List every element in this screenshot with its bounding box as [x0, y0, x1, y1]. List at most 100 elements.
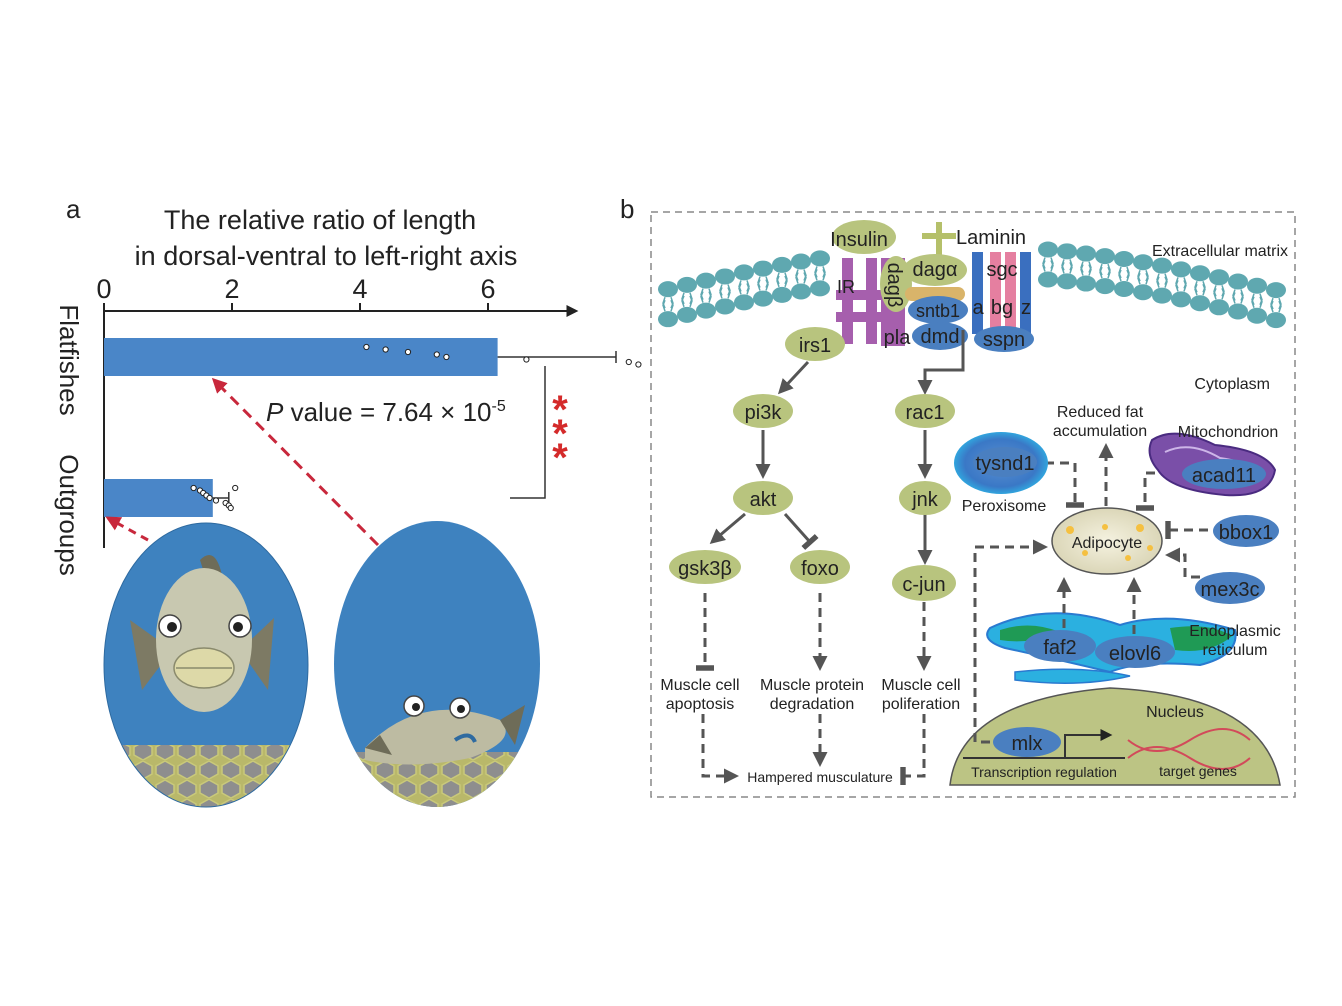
lipid-head: [1209, 299, 1229, 316]
panel-a-label: a: [66, 194, 81, 224]
data-point: [443, 353, 450, 361]
svg-text:jnk: jnk: [911, 489, 939, 511]
lipid-head: [1038, 271, 1058, 288]
lipid-head: [677, 276, 697, 293]
node-gsk3b: gsk3β: [669, 550, 741, 584]
svg-text:pi3k: pi3k: [745, 402, 783, 424]
category-label-outgroups: Outgroups: [54, 454, 84, 575]
panel-b-frame: [650, 211, 1296, 798]
lipid-tail: [700, 291, 712, 303]
lipid-tail: [776, 275, 788, 288]
lipid-tail: [1175, 280, 1187, 292]
label-hampered-musculature: Hampered musculature: [747, 769, 893, 785]
sntb1-label: sntb1: [916, 301, 960, 321]
lipid-head: [810, 250, 830, 267]
receptor-complex: Insulin IR dagβ pla dagα Laminin sntb1 d…: [830, 220, 1034, 352]
lipid-tail: [1137, 272, 1149, 285]
lipid-head: [1095, 248, 1115, 265]
nucleus-label: Nucleus: [1146, 704, 1204, 721]
bar-flatfishes: [104, 338, 498, 376]
data-point: [363, 343, 370, 351]
regulation-arrows: [973, 443, 1208, 744]
data-point: [232, 484, 239, 492]
insulin-label: Insulin: [830, 229, 888, 251]
lipid-head: [772, 286, 792, 303]
svg-text:rac1: rac1: [906, 402, 945, 424]
nucleus: Nucleus mlx Transcription regulation tar…: [949, 687, 1281, 786]
lipid-head: [1266, 282, 1286, 299]
sgc-bg-label: bg: [991, 297, 1013, 319]
lipid-tail: [1213, 288, 1225, 300]
p-value: P value = 7.64 × 10-5: [266, 397, 506, 427]
lipid-tail: [1080, 264, 1092, 276]
data-point: [227, 504, 234, 512]
peroxisome-label: Peroxisome: [962, 498, 1047, 515]
data-point: [635, 361, 642, 368]
panel-b-label: b: [620, 194, 634, 224]
lipid-head: [1038, 241, 1058, 258]
sgc-a-label: a: [972, 297, 984, 319]
lipid-head: [772, 256, 792, 273]
significance-bracket: [510, 366, 546, 499]
lipid-tail: [1194, 283, 1206, 296]
lipid-head: [734, 264, 754, 281]
lipid-head: [1190, 265, 1210, 282]
panel-b: b Extracellular matrix Cytoplasm Insulin…: [620, 194, 1296, 798]
lipid-tail: [795, 272, 807, 284]
peroxisome: tysnd1 Peroxisome: [954, 432, 1048, 515]
tysnd1-label: tysnd1: [976, 453, 1035, 475]
node-cjun: c-jun: [892, 565, 956, 601]
target-genes-label: target genes: [1159, 763, 1237, 779]
dmd-label: dmd: [921, 326, 960, 348]
svg-text:foxo: foxo: [801, 558, 839, 580]
lipid-tail: [1232, 292, 1244, 304]
node-pi3k: pi3k: [733, 394, 793, 428]
lipid-head: [791, 253, 811, 270]
lipid-tail: [1270, 300, 1282, 313]
lipid-tail: [1099, 266, 1111, 279]
acad11-label: acad11: [1192, 465, 1256, 487]
node-irs1: irs1: [785, 327, 845, 361]
arrow-flatfish: [211, 377, 380, 547]
lipid-head: [1076, 275, 1096, 292]
lipid-head: [1171, 261, 1191, 278]
laminin-label: Laminin: [956, 227, 1026, 249]
lipid-tail: [1061, 262, 1073, 274]
x-tick-label: 4: [352, 274, 367, 304]
lipid-tail: [814, 269, 826, 281]
lipid-head: [1133, 254, 1153, 271]
lipid-head: [658, 281, 678, 298]
lipid-tail: [1118, 269, 1130, 282]
outgroup-fish-illustration: [103, 522, 309, 808]
mlx-label: mlx: [1011, 733, 1042, 755]
lipid-head: [1171, 291, 1191, 308]
lipid-head: [753, 260, 773, 277]
lipid-head: [1114, 281, 1134, 298]
lipid-head: [753, 290, 773, 307]
label-extracellular: Extracellular matrix: [1152, 243, 1288, 260]
mitochondrion: acad11 Mitochondrion: [1148, 424, 1279, 497]
mitochondrion-label: Mitochondrion: [1178, 424, 1279, 441]
node-bbox1: bbox1: [1213, 515, 1279, 547]
lipid-tail: [719, 287, 731, 299]
data-point: [625, 358, 632, 366]
bar-outgroups: [104, 479, 213, 517]
node-mex3c: mex3c: [1195, 572, 1265, 604]
lipid-head: [1266, 312, 1286, 329]
node-akt: akt: [733, 481, 793, 515]
lipid-head: [734, 294, 754, 311]
lipid-tail: [1156, 276, 1168, 288]
lipid-head: [810, 280, 830, 297]
node-jnk: jnk: [899, 481, 951, 515]
adipocyte: Adipocyte: [1051, 507, 1163, 575]
sgc-z-label: z: [1021, 297, 1031, 319]
flatfish-illustration: [334, 521, 540, 807]
lipid-head: [1209, 269, 1229, 286]
lipid-tail: [757, 279, 769, 291]
x-tick-label: 2: [224, 274, 239, 304]
data-point: [382, 346, 389, 353]
